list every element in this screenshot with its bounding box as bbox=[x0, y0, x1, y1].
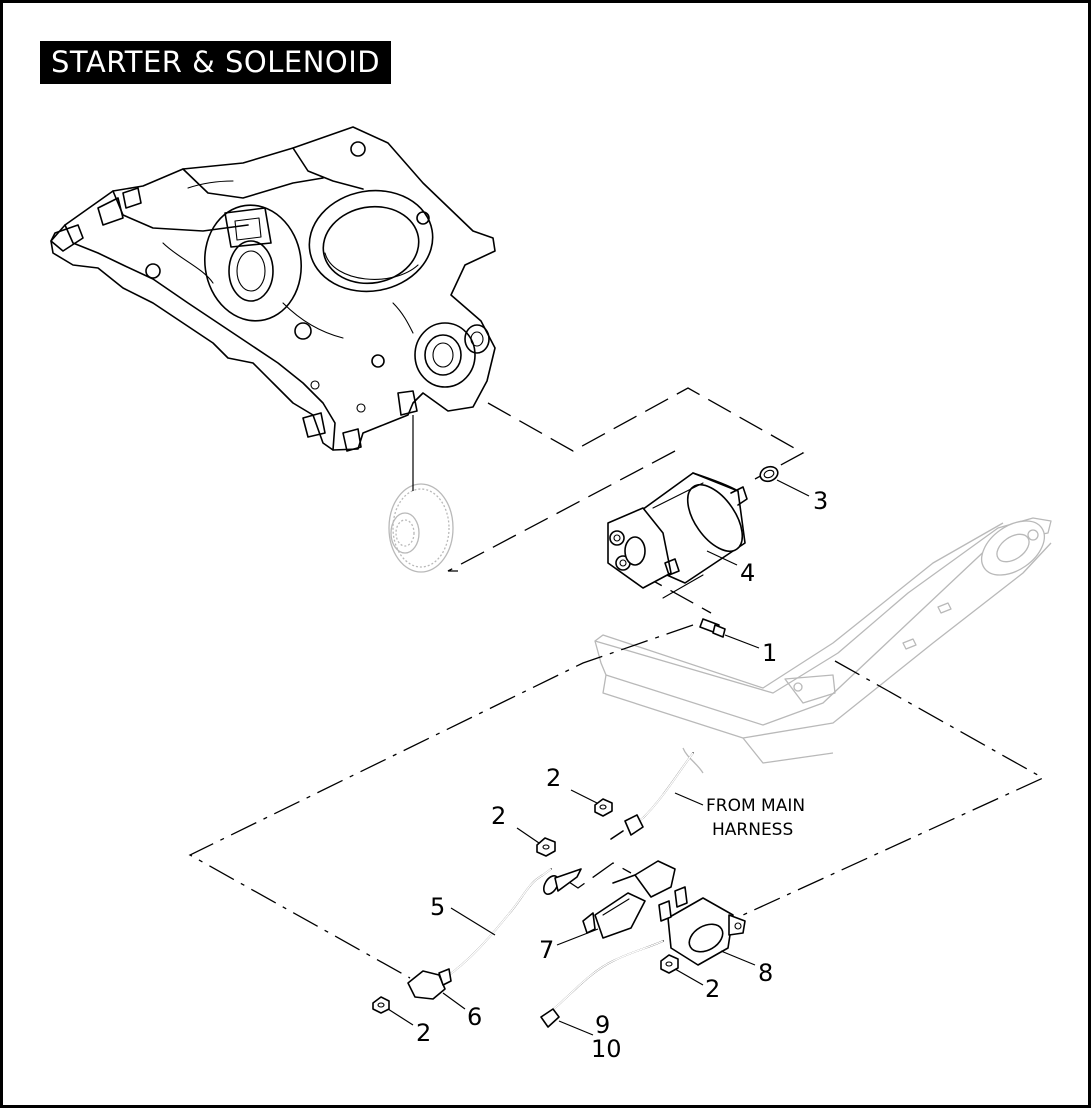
note-from-main: FROM MAIN bbox=[706, 796, 805, 816]
note-harness: HARNESS bbox=[712, 820, 793, 840]
harness-lead bbox=[610, 752, 694, 840]
callout-2-upper: 2 bbox=[546, 764, 561, 792]
callout-1: 1 bbox=[762, 639, 777, 667]
part-2-nut-upper bbox=[594, 798, 613, 817]
callout-2-middle: 2 bbox=[491, 802, 506, 830]
part-5-cable bbox=[444, 868, 582, 979]
callout-10: 10 bbox=[591, 1035, 622, 1063]
part-4-starter-motor bbox=[607, 472, 748, 599]
callout-5: 5 bbox=[430, 893, 445, 921]
part-2-nut-right bbox=[660, 954, 679, 974]
callout-labels: 3 4 1 2 2 5 7 8 2 6 2 9 10 FROM MAIN HAR… bbox=[416, 487, 828, 1063]
callout-7: 7 bbox=[539, 936, 554, 964]
part-2-nut-middle bbox=[536, 837, 556, 857]
part-6-cable-boot bbox=[407, 968, 452, 1000]
exploded-view-diagram: 3 4 1 2 2 5 7 8 2 6 2 9 10 FROM MAIN HAR… bbox=[50, 126, 1052, 1063]
leader-lines bbox=[387, 479, 810, 1036]
callout-3: 3 bbox=[813, 487, 828, 515]
part-9-ground-strap bbox=[550, 940, 664, 1012]
callout-2-lower: 2 bbox=[416, 1019, 431, 1047]
part-1-screw bbox=[699, 618, 726, 638]
callout-8: 8 bbox=[758, 959, 773, 987]
frame-tube-ghost bbox=[594, 517, 1052, 774]
callout-6: 6 bbox=[467, 1003, 482, 1031]
callout-4: 4 bbox=[740, 559, 755, 587]
callout-9: 9 bbox=[595, 1011, 610, 1039]
crankcase bbox=[50, 126, 496, 452]
diagram-title: STARTER & SOLENOID bbox=[40, 41, 392, 84]
part-10-terminal bbox=[540, 1008, 560, 1028]
part-8-solenoid bbox=[658, 886, 746, 966]
callout-2-right: 2 bbox=[705, 975, 720, 1003]
part-7-solenoid-cover bbox=[582, 860, 676, 939]
part-2-nut-lower bbox=[372, 996, 390, 1014]
starter-gear-ghost bbox=[388, 483, 454, 573]
assembly-phantom-lines bbox=[188, 387, 1045, 979]
part-3-o-ring bbox=[759, 465, 779, 483]
